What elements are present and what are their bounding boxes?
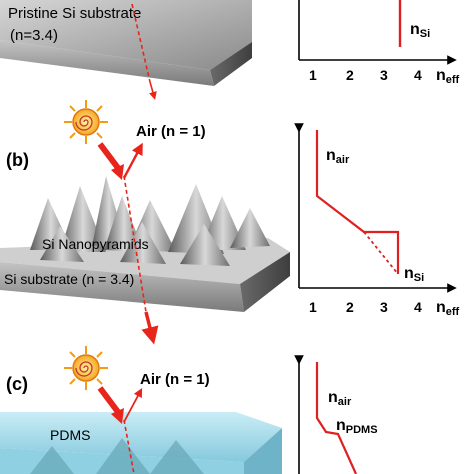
graph-a-xlabel: neff: [436, 67, 460, 86]
incident-ray-c: [97, 386, 121, 414]
graph-a-tick-3: 3: [380, 67, 388, 83]
reflected-ray-b: [122, 142, 143, 179]
incident-ray-c-arrowhead: [111, 408, 124, 424]
transmitted-ray-b: [123, 175, 147, 313]
graph-b-nsi-label: nSi: [404, 265, 424, 284]
graph-a-tick-1: 1: [309, 67, 317, 83]
panel-a: Pristine Si substrate (n=3.4) nSi 1 2 3 …: [0, 0, 460, 100]
air-label-b: Air (n = 1): [136, 123, 206, 140]
incident-ray-b: [97, 142, 121, 170]
pdms-slab: [0, 412, 282, 474]
pdms-label: PDMS: [50, 427, 90, 443]
transmitted-ray-a: [131, 3, 151, 83]
graph-b-xlabel: neff: [436, 299, 460, 318]
panel-c: (c) PDMS Air (n = 1): [0, 346, 378, 474]
graph-c-nair-label: nair: [328, 389, 352, 408]
graph-b-dashed-curve: [363, 231, 399, 275]
reflected-ray-c: [123, 388, 143, 423]
nanopyramids: [30, 176, 270, 266]
panel-b-tag: (b): [6, 150, 29, 170]
pristine-si-slab: [0, 0, 252, 86]
graph-c-curve: [315, 362, 358, 474]
graph-b: nair nSi 1 2 3 4 neff: [294, 123, 460, 318]
graph-a-nsi-label: nSi: [410, 21, 430, 40]
nanopyramid-label: Si Nanopyramids: [42, 236, 149, 252]
sun-icon-b: [64, 100, 108, 144]
sun-icon-c: [64, 346, 108, 390]
pristine-index-label: (n=3.4): [10, 27, 58, 44]
graph-a-tick-2: 2: [346, 67, 354, 83]
panel-c-tag: (c): [6, 374, 28, 394]
transmitted-ray-a-arrow: [149, 81, 157, 100]
graph-b-tick-2: 2: [346, 299, 354, 315]
graph-b-nair-label: nair: [326, 147, 350, 166]
transmitted-ray-b-arrow: [141, 311, 159, 345]
air-label-c: Air (n = 1): [140, 371, 210, 388]
si-substrate-label-b: Si substrate (n = 3.4): [4, 271, 134, 287]
graph-b-tick-3: 3: [380, 299, 388, 315]
pristine-substrate-label: Pristine Si substrate: [8, 5, 141, 22]
panel-b: (b): [0, 100, 460, 345]
graph-c-npdms-label: nPDMS: [336, 417, 378, 436]
graph-a: nSi 1 2 3 4 neff: [298, 0, 460, 86]
graph-a-tick-4: 4: [414, 67, 422, 83]
graph-b-tick-1: 1: [309, 299, 317, 315]
graph-c: nair nPDMS: [294, 355, 378, 474]
transmitted-ray-c: [123, 419, 135, 474]
graph-b-tick-4: 4: [414, 299, 422, 315]
incident-ray-b-arrowhead: [111, 164, 124, 180]
